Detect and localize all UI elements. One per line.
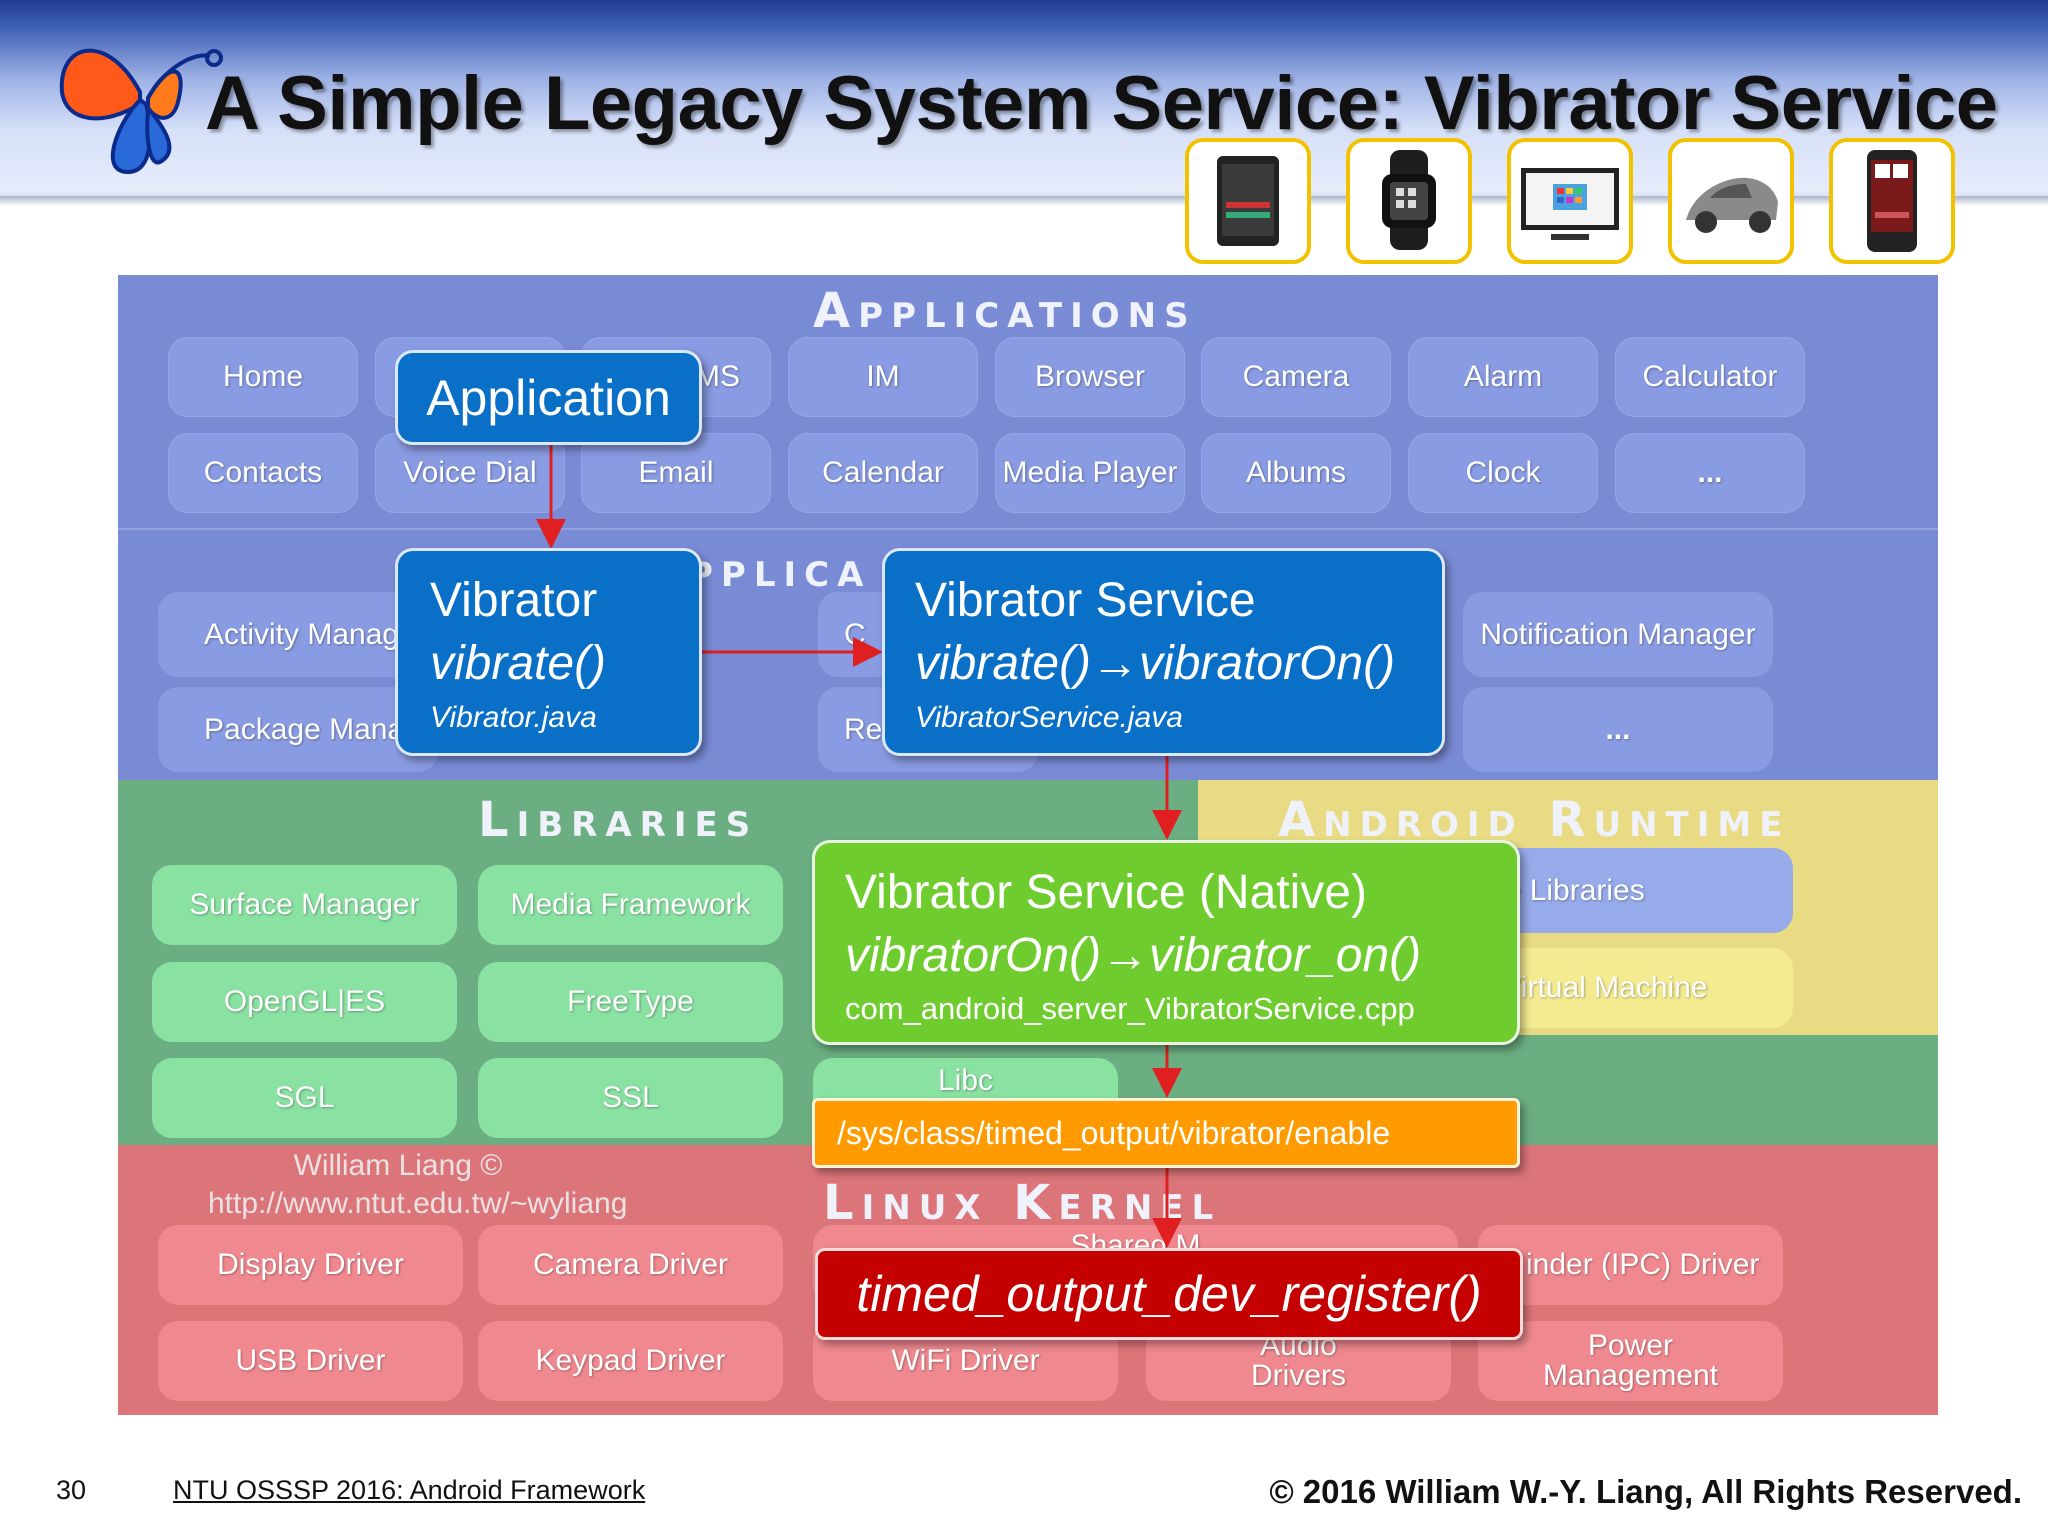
kernel-cell: Display Driver xyxy=(158,1225,463,1305)
framework-layer-title: pplica xyxy=(688,542,872,598)
framework-cell: Notification Manager xyxy=(1463,592,1773,677)
native-service-box-method: vibratorOn()→vibrator_on() xyxy=(845,929,1422,982)
sysfs-path-box: /sys/class/timed_output/vibrator/enable xyxy=(812,1098,1520,1168)
framework-cell: Package Manag xyxy=(158,687,438,772)
app-cell: Calendar xyxy=(788,433,978,513)
app-cell: Home xyxy=(168,337,358,417)
sysfs-path-label: /sys/class/timed_output/vibrator/enable xyxy=(837,1114,1391,1151)
library-cell: OpenGL|ES xyxy=(152,962,457,1042)
kernel-cell: inder (IPC) Driver xyxy=(1478,1225,1783,1305)
library-cell: SGL xyxy=(152,1058,457,1138)
framework-cell: Activity Manag xyxy=(158,592,438,677)
vibrator-service-box: Vibrator Service vibrate()→vibratorOn() … xyxy=(882,548,1445,756)
applications-layer-title: Applications xyxy=(813,283,1197,339)
app-cell: Browser xyxy=(995,337,1185,417)
vibrator-box-method: vibrate() xyxy=(430,637,607,690)
app-cell: ... xyxy=(1615,433,1805,513)
app-cell: Albums xyxy=(1201,433,1391,513)
native-service-box-file: com_android_server_VibratorService.cpp xyxy=(845,991,1415,1026)
kernel-layer-title: Linux Kernel xyxy=(823,1175,1222,1231)
kernel-cell: Camera Driver xyxy=(478,1225,783,1305)
libraries-layer-title: Libraries xyxy=(478,792,759,848)
app-cell: Clock xyxy=(1408,433,1598,513)
copyright-notice: © 2016 William W.-Y. Liang, All Rights R… xyxy=(1269,1473,2022,1510)
library-cell: Surface Manager xyxy=(152,865,457,945)
page-number: 30 xyxy=(56,1475,87,1505)
app-cell: Voice Dial xyxy=(375,433,565,513)
app-cell: Calculator xyxy=(1615,337,1805,417)
app-cell: IM xyxy=(788,337,978,417)
runtime-layer-title: Android Runtime xyxy=(1278,792,1791,848)
vibrator-service-box-method: vibrate()→vibratorOn() xyxy=(915,637,1396,690)
tv-icon xyxy=(1507,138,1633,264)
app-cell: Alarm xyxy=(1408,337,1598,417)
watermark: William Liang © http://www.ntut.edu.tw/~… xyxy=(208,1147,628,1222)
header-divider xyxy=(0,196,2048,206)
native-service-box: Vibrator Service (Native) vibratorOn()→v… xyxy=(812,840,1520,1045)
vibrator-box-file: Vibrator.java xyxy=(430,701,597,734)
watermark-author: William Liang © xyxy=(293,1149,503,1182)
vibrator-box: Vibrator vibrate() Vibrator.java xyxy=(395,548,702,756)
smartwatch-icon xyxy=(1346,138,1472,264)
kernel-cell: Keypad Driver xyxy=(478,1321,783,1401)
app-cell: Camera xyxy=(1201,337,1391,417)
course-name: NTU OSSSP 2016: Android Framework xyxy=(173,1475,646,1505)
vibrator-service-box-file: VibratorService.java xyxy=(915,701,1183,734)
kernel-call-label: timed_output_dev_register() xyxy=(856,1266,1482,1322)
kernel-cell: USB Driver xyxy=(158,1321,463,1401)
app-cell: Media Player xyxy=(995,433,1185,513)
vibrator-service-box-class: Vibrator Service xyxy=(915,574,1256,627)
butterfly-logo-icon xyxy=(59,48,223,175)
app-cell: Email xyxy=(581,433,771,513)
app-cell: Contacts xyxy=(168,433,358,513)
application-box-label: Application xyxy=(426,369,671,426)
phone-icon xyxy=(1829,138,1955,264)
watermark-url: http://www.ntut.edu.tw/~wyliang xyxy=(208,1186,628,1220)
library-cell: Media Framework xyxy=(478,865,783,945)
vibrator-box-class: Vibrator xyxy=(430,574,598,627)
framework-cell: ... xyxy=(1463,687,1773,772)
tablet-icon xyxy=(1185,138,1311,264)
kernel-call-box: timed_output_dev_register() xyxy=(815,1248,1523,1340)
library-cell: SSL xyxy=(478,1058,783,1138)
android-architecture-diagram: Applications Home MS IM Browser Camera A… xyxy=(118,275,1938,1415)
application-box: Application xyxy=(395,350,702,445)
car-icon xyxy=(1668,138,1794,264)
kernel-cell: Power Management xyxy=(1478,1321,1783,1401)
page-title: A Simple Legacy System Service: Vibrator… xyxy=(205,61,1998,146)
native-service-box-class: Vibrator Service (Native) xyxy=(845,866,1367,919)
library-cell: FreeType xyxy=(478,962,783,1042)
